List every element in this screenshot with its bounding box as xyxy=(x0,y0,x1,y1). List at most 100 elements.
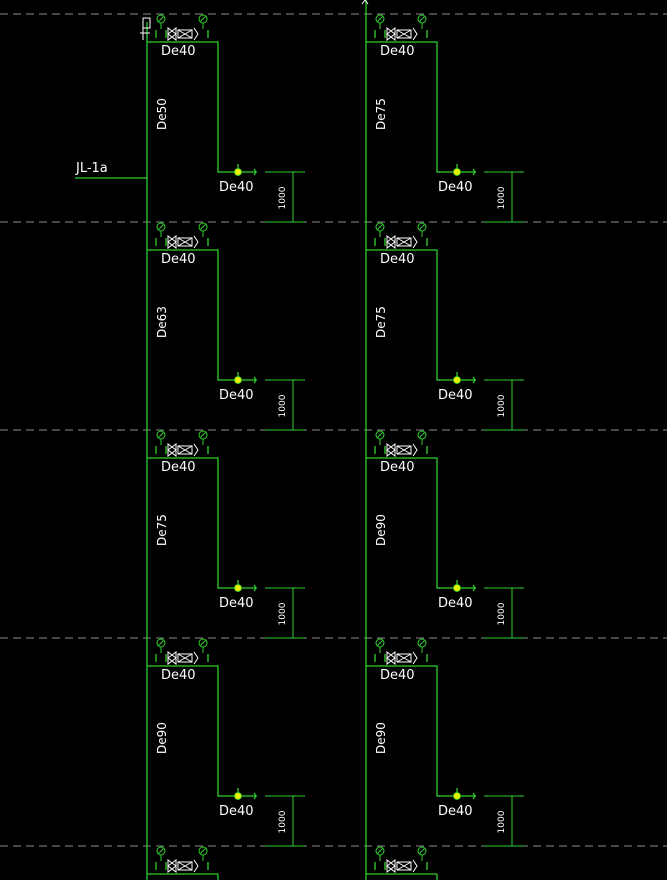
pressure-gauge-icon xyxy=(156,846,166,861)
outlet-size-label: De40 xyxy=(438,804,473,819)
dimension-label: 1000 xyxy=(497,394,507,417)
pressure-gauge-icon xyxy=(375,14,385,29)
meter-valve-assembly xyxy=(155,638,209,665)
branch-size-label: De40 xyxy=(161,668,196,683)
meter-valve-assembly xyxy=(155,222,209,249)
extras: JL-1a xyxy=(75,0,369,179)
pressure-gauge-icon xyxy=(375,846,385,861)
water-meter-icon xyxy=(396,29,412,39)
check-valve-icon xyxy=(412,859,418,873)
height-dimension: 1000 xyxy=(484,171,524,223)
pressure-gauge-icon xyxy=(198,222,208,237)
dimension-label: 1000 xyxy=(278,602,288,625)
outlet-size-label: De40 xyxy=(438,180,473,195)
riser-top-arrow-icon xyxy=(361,0,369,5)
gate-valve-icon xyxy=(386,443,396,457)
pressure-gauge-icon xyxy=(156,638,166,653)
check-valve-icon xyxy=(193,443,199,457)
partial-floor-unit xyxy=(147,846,219,880)
pressure-gauge-icon xyxy=(198,638,208,653)
riser-pipes xyxy=(146,0,367,880)
meter-valve-assembly xyxy=(374,430,428,457)
pressure-gauge-icon xyxy=(198,430,208,445)
dimension-label: 1000 xyxy=(497,810,507,833)
height-dimension: 1000 xyxy=(484,379,524,431)
gate-valve-icon xyxy=(386,235,396,249)
height-dimension: 1000 xyxy=(484,587,524,639)
meter-valve-assembly xyxy=(374,638,428,665)
pressure-gauge-icon xyxy=(198,14,208,29)
dimension-label: 1000 xyxy=(497,186,507,209)
dimension-label: 1000 xyxy=(497,602,507,625)
check-valve-icon xyxy=(193,235,199,249)
dimension-label: 1000 xyxy=(278,810,288,833)
meter-valve-assembly xyxy=(155,430,209,457)
outlet-size-label: De40 xyxy=(438,388,473,403)
pressure-gauge-icon xyxy=(375,430,385,445)
gate-valve-icon xyxy=(167,859,177,873)
outlet-size-label: De40 xyxy=(219,388,254,403)
faucet-tap-icon xyxy=(453,164,476,176)
outlet-size-label: De40 xyxy=(219,180,254,195)
faucet-tap-icon xyxy=(453,788,476,800)
riser-size-label: De75 xyxy=(155,514,169,546)
riser-size-label: De90 xyxy=(155,722,169,754)
height-dimension: 1000 xyxy=(265,171,305,223)
riser-size-label: De90 xyxy=(374,514,388,546)
water-meter-icon xyxy=(177,653,193,663)
pressure-gauge-icon xyxy=(156,430,166,445)
branch-size-label: De40 xyxy=(380,668,415,683)
meter-valve-assembly xyxy=(155,14,209,41)
water-meter-icon xyxy=(396,445,412,455)
pressure-gauge-icon xyxy=(417,430,427,445)
water-meter-icon xyxy=(396,237,412,247)
pressure-gauge-icon xyxy=(156,222,166,237)
gate-valve-icon xyxy=(167,235,177,249)
pressure-gauge-icon xyxy=(156,14,166,29)
riser-size-label: De75 xyxy=(374,98,388,130)
pressure-gauge-icon xyxy=(417,222,427,237)
riser-size-label: De63 xyxy=(155,306,169,338)
pressure-gauge-icon xyxy=(375,222,385,237)
water-meter-icon xyxy=(177,861,193,871)
gate-valve-icon xyxy=(386,27,396,41)
dimension-label: 1000 xyxy=(278,394,288,417)
height-dimension: 1000 xyxy=(265,795,305,847)
branch-size-label: De40 xyxy=(380,460,415,475)
meter-valve-assembly xyxy=(374,846,428,873)
pressure-gauge-icon xyxy=(417,638,427,653)
meter-valve-assembly xyxy=(374,14,428,41)
riser-top-cap-icon xyxy=(140,17,151,40)
meter-valve-assembly xyxy=(374,222,428,249)
jl-label: JL-1a xyxy=(75,161,108,176)
gate-valve-icon xyxy=(167,27,177,41)
branch-size-label: De40 xyxy=(380,252,415,267)
check-valve-icon xyxy=(412,651,418,665)
water-meter-icon xyxy=(396,861,412,871)
check-valve-icon xyxy=(193,859,199,873)
faucet-tap-icon xyxy=(234,372,257,384)
gate-valve-icon xyxy=(386,651,396,665)
gate-valve-icon xyxy=(167,443,177,457)
water-meter-icon xyxy=(177,29,193,39)
faucet-tap-icon xyxy=(453,580,476,592)
floor-units: De40De40De501000De40De40De751000De40De40… xyxy=(147,14,524,880)
branch-size-label: De40 xyxy=(380,44,415,59)
branch-size-label: De40 xyxy=(161,252,196,267)
pressure-gauge-icon xyxy=(417,846,427,861)
check-valve-icon xyxy=(412,27,418,41)
partial-floor-unit xyxy=(366,846,438,880)
faucet-tap-icon xyxy=(234,788,257,800)
riser-size-label: De90 xyxy=(374,722,388,754)
water-meter-icon xyxy=(177,445,193,455)
height-dimension: 1000 xyxy=(265,587,305,639)
check-valve-icon xyxy=(412,443,418,457)
water-meter-icon xyxy=(177,237,193,247)
